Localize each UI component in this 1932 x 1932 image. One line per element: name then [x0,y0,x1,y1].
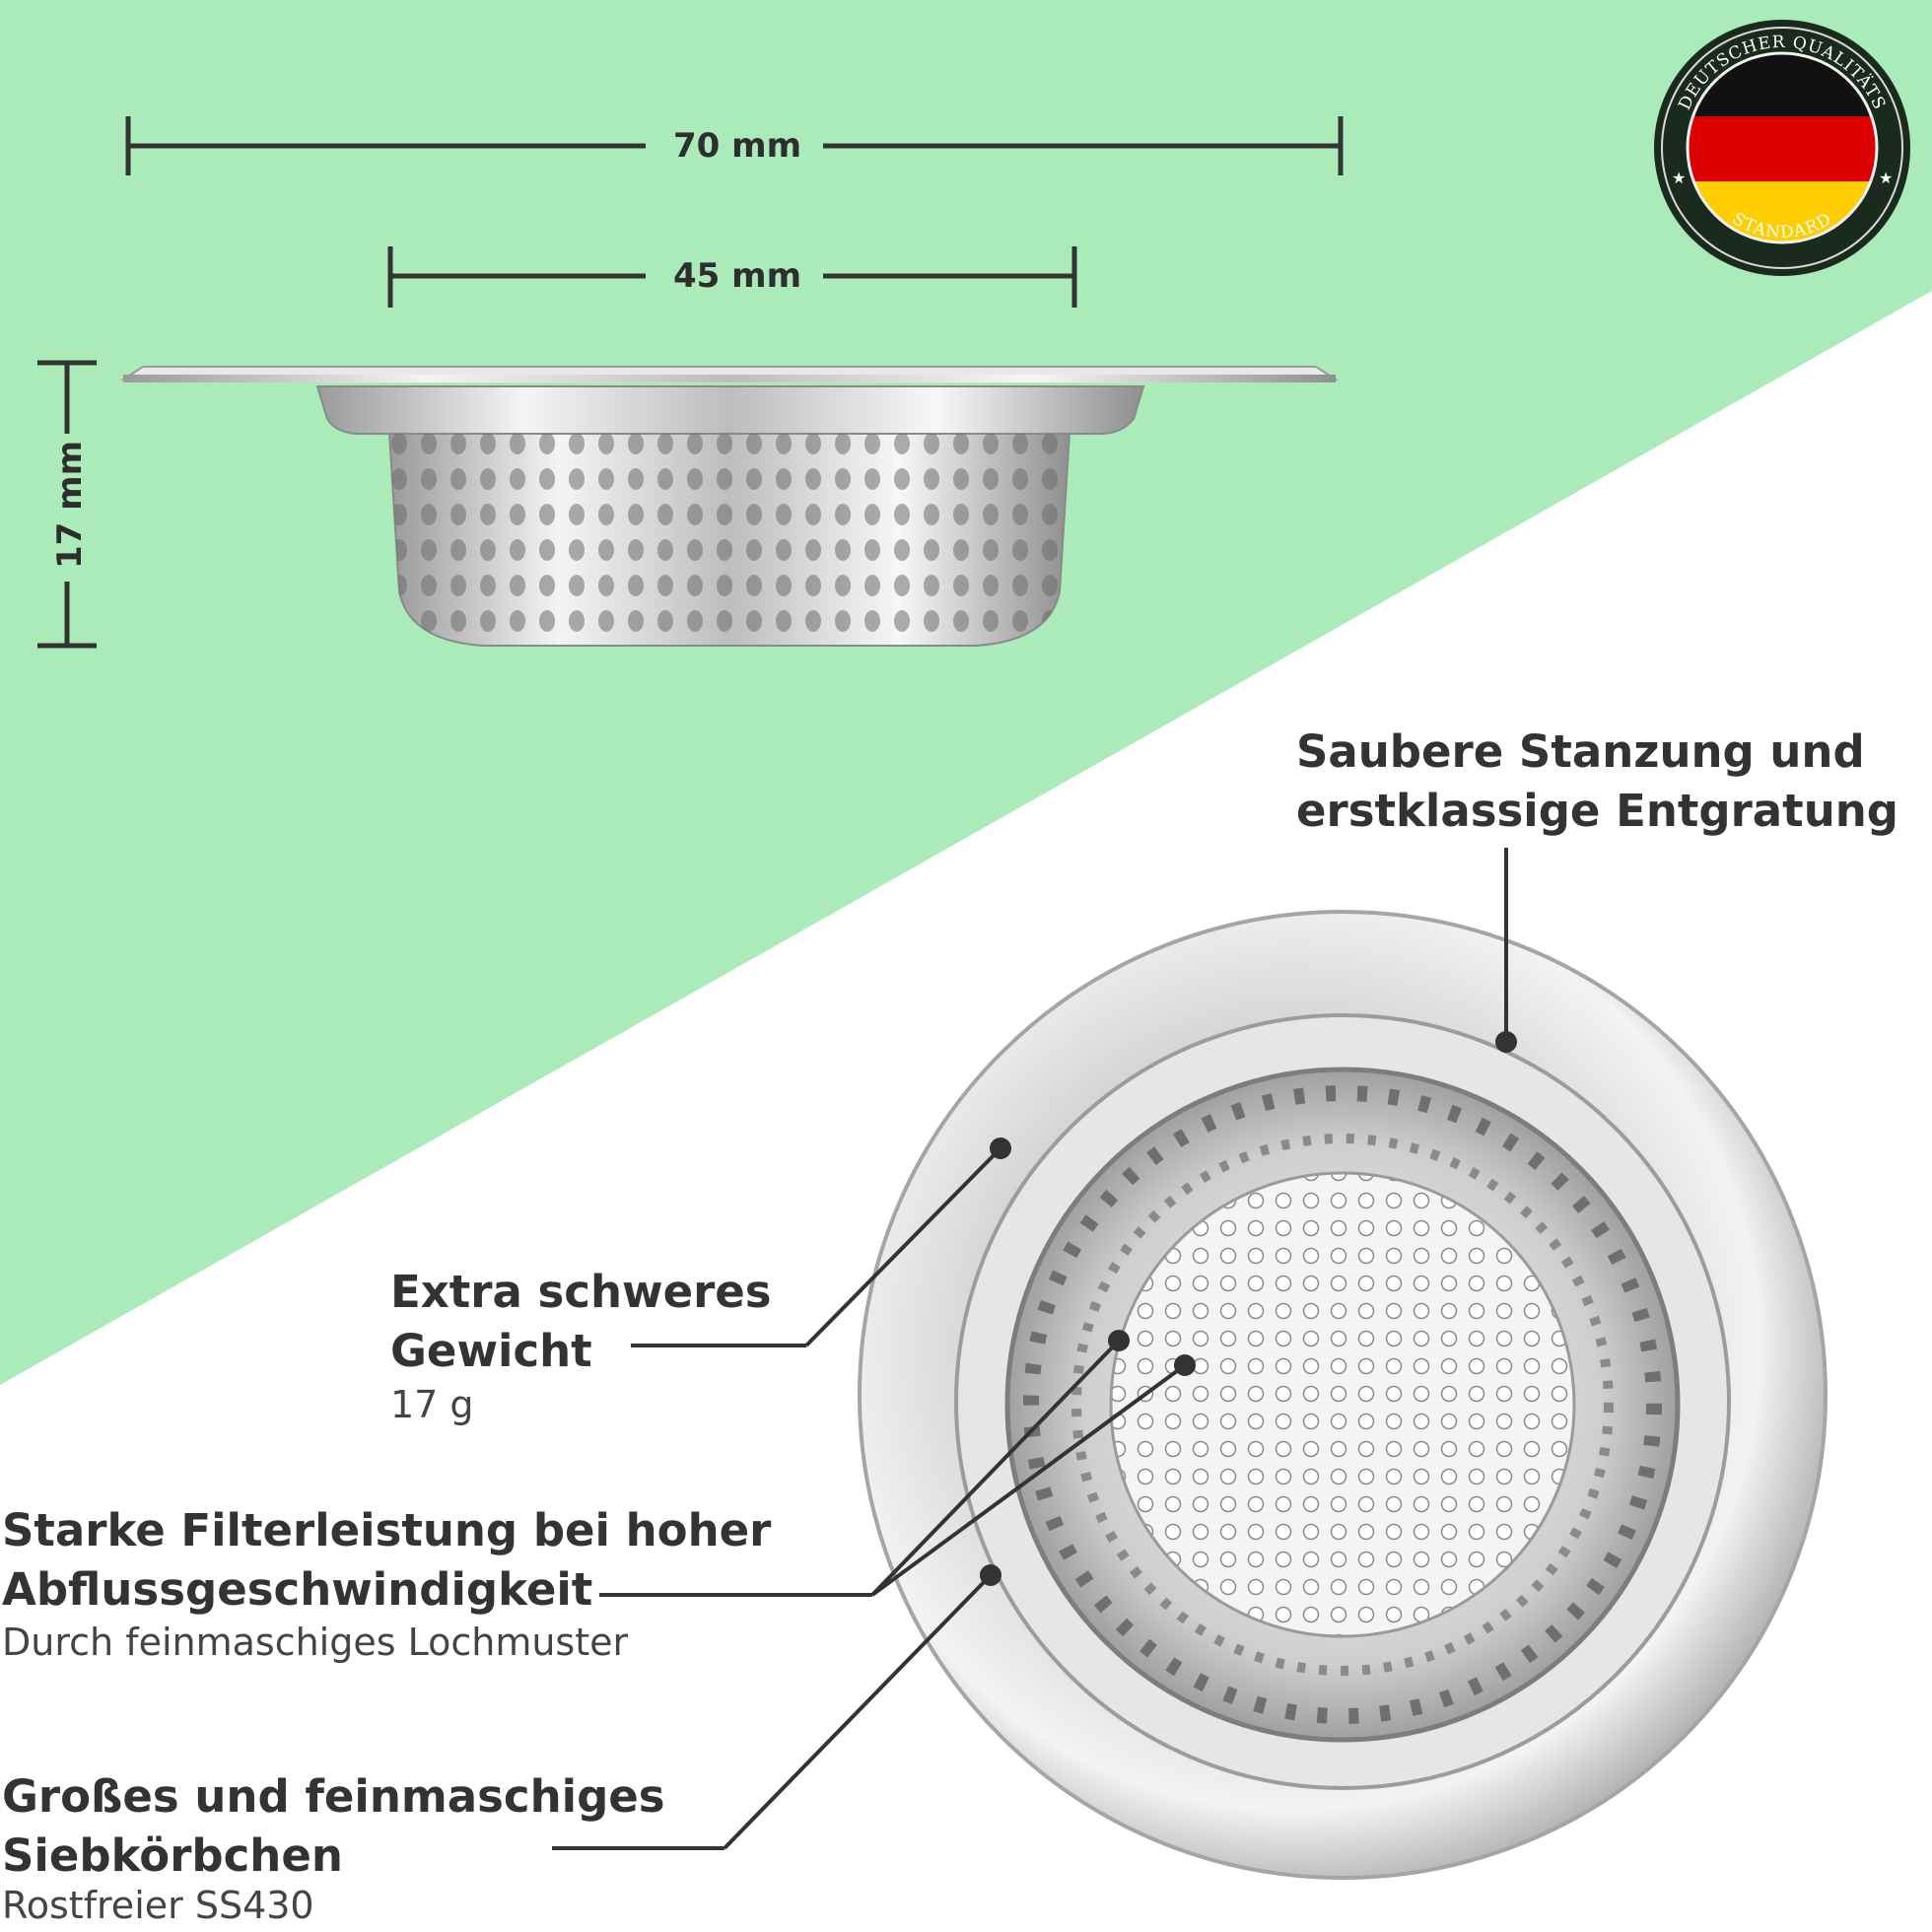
leader-dots [980,1031,1517,1586]
callout-punching-title-line1: Saubere Stanzung und [1296,725,1865,778]
callout-weight-title-line1: Extra schweres [390,1266,772,1318]
svg-text:★: ★ [1672,169,1686,187]
quality-seal: DEUTSCHER QUALITÄTS STANDARD ★ ★ [1654,20,1910,276]
callout-filter-subtitle: Durch feinmaschiges Lochmuster [2,1621,629,1664]
callout-weight-subtitle: 17 g [390,1383,474,1426]
dimension-70mm-line [125,116,1344,175]
callout-basket-subtitle: Rostfreier SS430 [2,1884,314,1927]
strainer-top-view [858,910,1828,1880]
green-panel [0,0,1932,1385]
callout-filter-title-line2: Abflussgeschwindigkeit [2,1563,593,1616]
callout-basket-title-line2: Siebkörbchen [2,1829,343,1882]
callout-weight-title-line2: Gewicht [390,1325,592,1377]
dimension-17mm-line [37,360,97,649]
dimension-45mm-label: 45 mm [673,256,802,296]
svg-text:★: ★ [1879,169,1893,187]
dimension-70mm-label: 70 mm [673,126,802,166]
strainer-side-view [119,366,1340,647]
dimension-45mm-line [387,246,1077,308]
leader-lines [552,848,1508,1850]
callout-punching-title-line2: erstklassige Entgratung [1296,785,1898,837]
dimension-17mm-label: 17 mm [50,440,91,570]
callout-basket-title-line1: Großes und feinmaschiges [2,1770,665,1823]
callout-filter-title-line1: Starke Filterleistung bei hoher [2,1504,772,1556]
